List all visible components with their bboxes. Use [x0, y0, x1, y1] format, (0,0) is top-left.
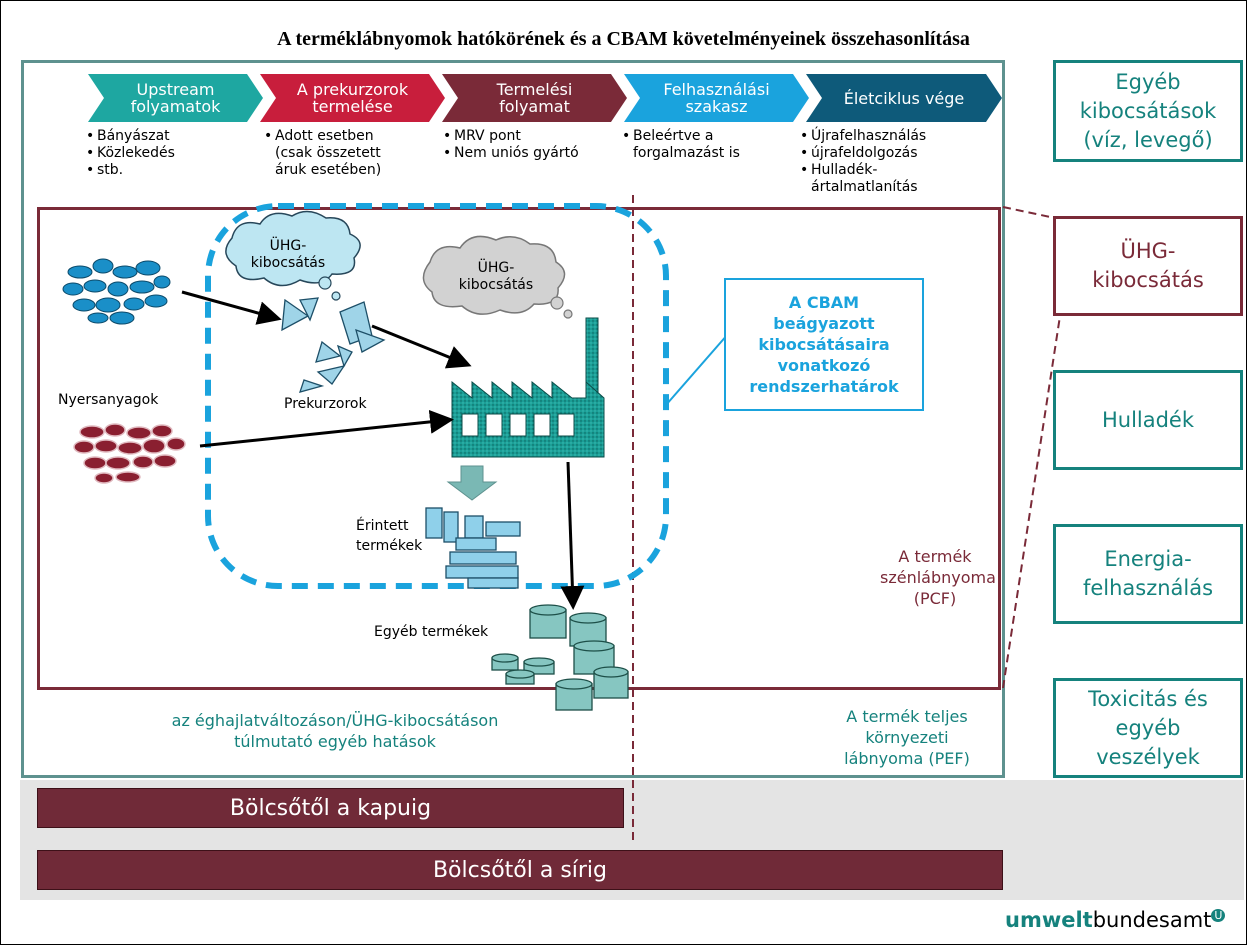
raw-materials-blue-icon	[62, 258, 171, 325]
down-arrow-icon	[446, 465, 498, 501]
arrow-precursors-to-factory	[371, 324, 472, 369]
ghg-cloud-label-2: ÜHG-kibocsátás	[458, 260, 534, 293]
side-box-energy-use: Energia-felhasználás	[1053, 524, 1243, 624]
stage-chevron-shape	[88, 74, 263, 122]
precursors-label: Prekurzorok	[284, 396, 367, 412]
stage-end-of-life: Életciklus vége	[806, 74, 1002, 122]
ghg-connector-top	[1002, 206, 1056, 219]
cbam-system-boundary	[205, 203, 669, 589]
stage-chevron-shape	[260, 74, 445, 122]
side-box-label: Energia-felhasználás	[1082, 547, 1214, 600]
cbam-box-connector	[665, 333, 729, 406]
stage-bullets-end-of-life: Újrafelhasználás újrafeldolgozás Hulladé…	[800, 128, 926, 196]
other-products-label: Egyéb termékek	[374, 624, 489, 640]
stage-chevron-shape	[624, 74, 809, 122]
bullet-item: Újrafelhasználás	[800, 128, 926, 145]
side-box-ghg-emissions: ÜHG-kibocsátás	[1053, 216, 1243, 316]
logo-bold-part: umwelt	[1005, 908, 1093, 932]
cradle-to-gate-bar: Bölcsőtől a kapuig	[37, 788, 624, 828]
arrow-factory-to-other-products	[560, 461, 585, 610]
stage-chevron-shape	[806, 74, 1002, 122]
raw-materials-red-icon	[73, 423, 186, 484]
bullet-item: Hulladék-ártalmatlanítás	[800, 162, 926, 196]
ghg-cloud-icon	[422, 235, 573, 319]
other-products-icon	[491, 604, 629, 711]
side-box-waste: Hulladék	[1053, 370, 1243, 470]
bullet-item: újrafeldolgozás	[800, 145, 926, 162]
stage-bullets-upstream: Bányászat Közlekedés stb.	[86, 128, 175, 179]
pef-boundary	[21, 60, 1005, 778]
raw-materials-label: Nyersanyagok	[58, 392, 159, 408]
bullet-item: Bányászat	[86, 128, 175, 145]
bullet-item: stb.	[86, 162, 175, 179]
cradle-to-grave-bar: Bölcsőtől a sírig	[37, 850, 1003, 890]
logo-rest-part: bundesamt	[1092, 908, 1212, 932]
side-box-label: ÜHG-kibocsátás	[1092, 239, 1204, 292]
precursors-icon	[281, 297, 386, 393]
ghg-cloud-icon	[225, 210, 361, 301]
stage-chevron-shape	[442, 74, 627, 122]
affected-products-icon	[425, 507, 521, 589]
bullet-item: MRV pont	[443, 128, 579, 145]
arrow-raw-to-precursors	[181, 290, 282, 325]
stage-label: Életciklus vége	[843, 88, 965, 108]
arrow-raw-to-factory	[199, 409, 454, 448]
side-box-label: Hulladék	[1101, 407, 1195, 432]
bullet-item: Nem uniós gyártó	[443, 145, 579, 162]
bullet-item: Közlekedés	[86, 145, 175, 162]
logo-mark-icon: U	[1211, 909, 1226, 922]
page-title: A terméklábnyomok hatókörének és a CBAM …	[277, 28, 970, 50]
ghg-connector-bottom	[1002, 315, 1061, 689]
stage-bullets-production: MRV pont Nem uniós gyártó	[443, 128, 579, 162]
factory-icon	[451, 317, 605, 458]
ghg-cloud-label-1: ÜHG-kibocsátás	[250, 238, 326, 271]
